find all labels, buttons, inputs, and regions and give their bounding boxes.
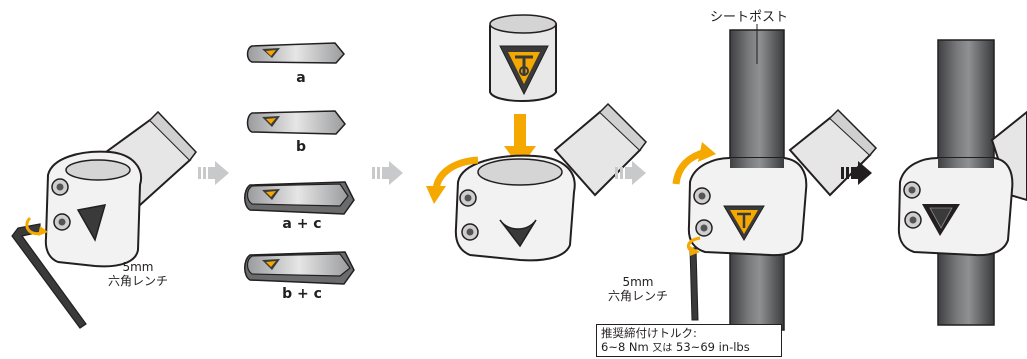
torque-or: 又は (652, 343, 673, 354)
rotate-arrow-icon (672, 142, 716, 185)
shim-label-b-plus-c: b + c (282, 286, 322, 302)
wrench-size: 5mm (122, 260, 154, 274)
shim-label-a-plus-c: a + c (282, 216, 322, 232)
shim-label-a: a (296, 70, 306, 86)
step1-stem (44, 110, 197, 268)
rotate-arrow-icon (686, 236, 701, 256)
torque-title: 推奨締付けトルク: (601, 326, 697, 340)
torque-inlbs: 53~69 in-lbs (676, 340, 750, 354)
step-arrow-icon (198, 161, 229, 185)
shim-b-plus-c (244, 251, 355, 285)
step-arrow-icon (841, 161, 872, 185)
seatpost-label: シートポスト (710, 10, 789, 25)
shim-b (246, 110, 346, 135)
hex-wrench-icon (689, 247, 699, 321)
shim-label-b: b (295, 139, 307, 155)
step5-stem (897, 110, 1027, 257)
step3-stem (454, 102, 647, 262)
torque-spec-box: 推奨締付けトルク: 6~8 Nm 又は 53~69 in-lbs (596, 324, 782, 357)
wrench-name: 六角レンチ (107, 274, 168, 288)
rotate-arrow-icon (25, 216, 48, 236)
step-arrow-icon (615, 161, 646, 185)
step4-stem (687, 108, 878, 257)
wrench-label-2: 5mm 六角レンチ (600, 275, 676, 303)
wrench-label-1: 5mm 六角レンチ (100, 260, 176, 288)
step3-shim-insert (489, 14, 557, 102)
shim-a (246, 42, 345, 64)
step-arrow-icon (372, 161, 403, 185)
shim-a-plus-c (244, 181, 355, 215)
torque-values: 6~8 Nm 又は 53~69 in-lbs (601, 340, 777, 356)
wrench-size: 5mm (622, 275, 654, 289)
torque-nm: 6~8 Nm (601, 340, 649, 354)
rotate-arrow-icon (426, 156, 479, 204)
wrench-name: 六角レンチ (607, 289, 668, 303)
